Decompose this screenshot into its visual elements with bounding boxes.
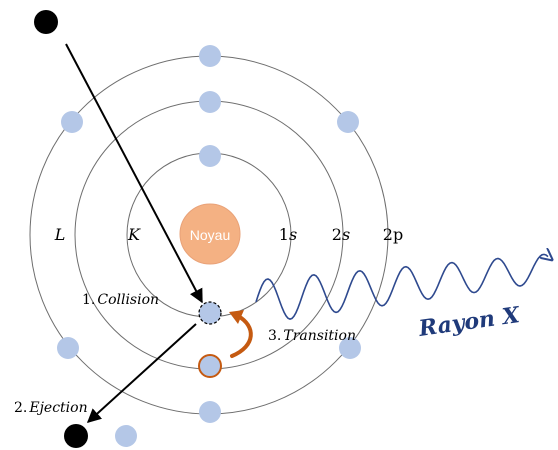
- transition-arrow: [232, 316, 251, 356]
- electron: [61, 111, 83, 133]
- ejected-particle: [64, 424, 88, 448]
- shell-label-1s: 1s: [279, 225, 297, 244]
- electron: [199, 401, 221, 423]
- shell-label-l: L: [54, 225, 66, 244]
- nucleus-label: Noyau: [190, 227, 230, 243]
- electron: [199, 45, 221, 67]
- shell-label-2s: 2s: [332, 225, 350, 244]
- vacancy-electron: [199, 302, 221, 324]
- electron: [57, 337, 79, 359]
- transition-electron: [199, 355, 221, 377]
- electron: [199, 145, 221, 167]
- ejected-electron: [115, 425, 137, 447]
- electron: [199, 91, 221, 113]
- step-ejection-label: 2.Ejection: [14, 400, 88, 416]
- incident-particle: [34, 10, 58, 34]
- ejection-path-arrow: [88, 324, 196, 422]
- shell-label-k: K: [127, 225, 141, 244]
- xray-label: Rayon X: [416, 302, 522, 342]
- step-collision-label: 1.Collision: [82, 292, 159, 308]
- incident-path-arrow: [66, 44, 202, 302]
- shell-label-2p: 2p: [383, 225, 403, 244]
- electron: [337, 111, 359, 133]
- step-transition-label: 3.Transition: [268, 328, 356, 344]
